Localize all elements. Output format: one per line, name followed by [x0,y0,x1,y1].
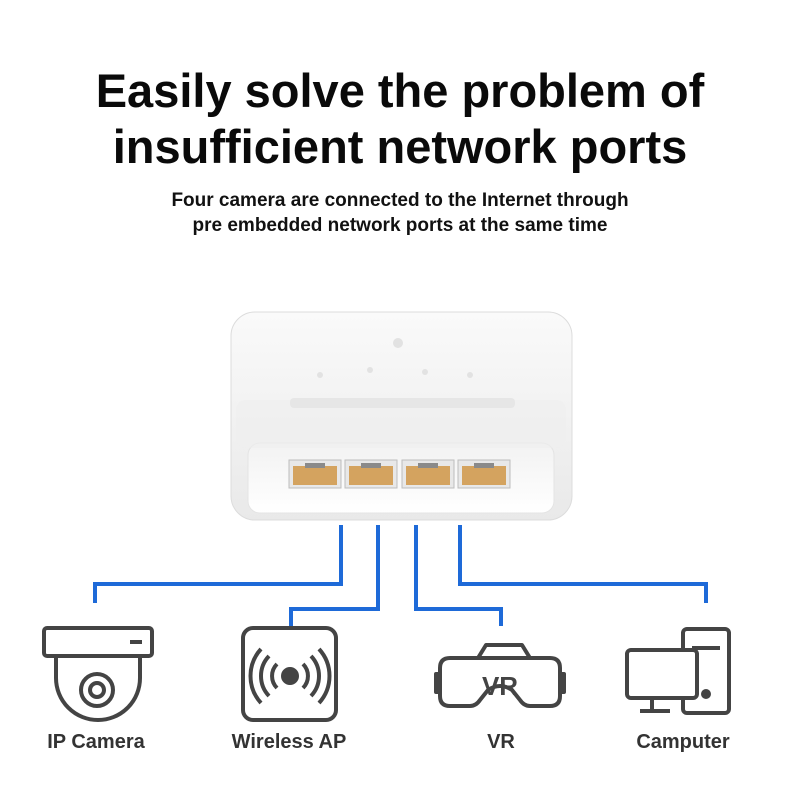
cable-vr [414,525,503,626]
rj45-port [344,459,398,489]
device-label-wireless-ap: Wireless AP [231,731,347,753]
cable-wireless-ap [289,525,380,626]
cables [93,525,708,626]
network-switch [230,311,573,521]
cable-ip-camera [93,525,343,603]
headline-line-2: insufficient network ports [112,120,688,173]
switch-embossed-text [290,398,515,408]
device-label-vr: VR [487,731,515,753]
wireless-ap-icon [241,626,338,722]
headline-line-1: Easily solve the problem of [95,64,705,117]
subtitle-line-1: Four camera are connected to the Interne… [171,190,629,211]
rj45-port [401,459,455,489]
ip-camera-icon [42,626,154,722]
rj45-port [288,459,342,489]
switch-leds [317,338,473,378]
device-label-ip-camera: IP Camera [47,731,145,753]
cable-computer [458,525,708,603]
subtitle-line-2: pre embedded network ports at the same t… [192,215,608,236]
vr-headset-icon: VR [434,643,566,708]
vr-icon-text: VR [482,671,518,701]
device-label-computer: Camputer [636,731,730,753]
computer-icon [625,627,731,715]
rj45-port [457,459,511,489]
switch-shadow [236,400,566,448]
